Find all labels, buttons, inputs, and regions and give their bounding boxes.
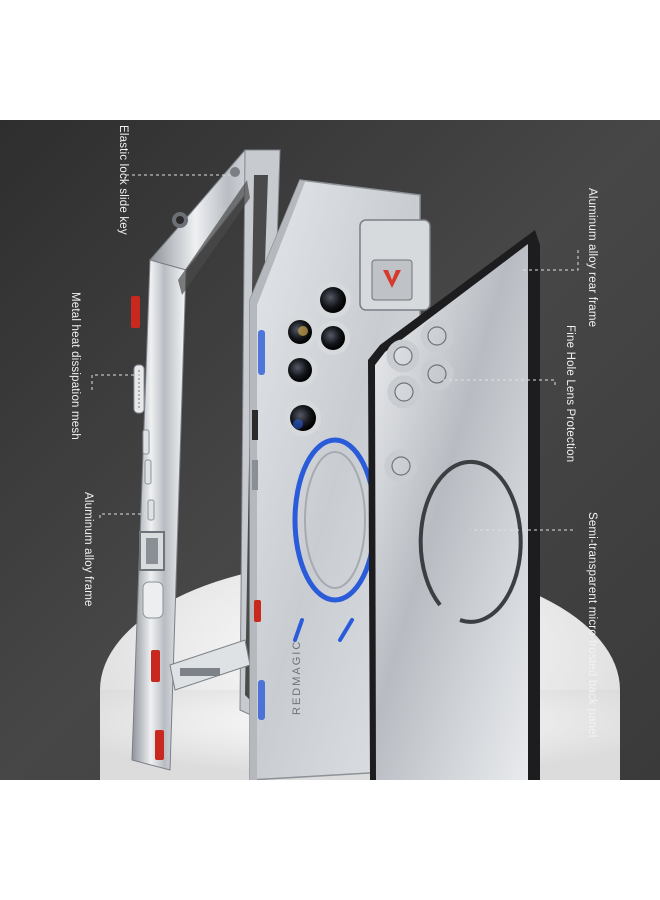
blue-accent-1 bbox=[258, 330, 265, 375]
magsafe-ring bbox=[418, 459, 523, 624]
rear-cameras bbox=[283, 282, 351, 436]
heat-mesh bbox=[133, 364, 145, 414]
blue-accent-2 bbox=[258, 680, 265, 720]
label-alloy-frame: Aluminum alloy frame bbox=[82, 492, 94, 607]
label-elastic-lock: Elastic lock slide key bbox=[117, 125, 129, 235]
label-rear-frame: Aluminum alloy rear frame bbox=[586, 188, 598, 328]
phone-brand-text: REDMAGIC bbox=[291, 640, 303, 715]
red-button-2 bbox=[151, 650, 160, 682]
product-illustration: REDMAGIC bbox=[0, 120, 660, 780]
red-button-1 bbox=[131, 296, 140, 328]
callout-lines bbox=[91, 174, 579, 531]
label-heat-mesh: Metal heat dissipation mesh bbox=[69, 292, 81, 440]
redmagic-logo bbox=[383, 270, 401, 288]
red-button-3 bbox=[155, 730, 164, 760]
product-photo: REDMAGIC bbox=[0, 120, 660, 780]
back-panel bbox=[368, 230, 540, 780]
label-lens-protection: Fine Hole Lens Protection bbox=[564, 325, 576, 463]
lens-rings bbox=[384, 319, 454, 483]
label-back-panel: Semi-transparent micro-frosted back pane… bbox=[586, 512, 598, 738]
